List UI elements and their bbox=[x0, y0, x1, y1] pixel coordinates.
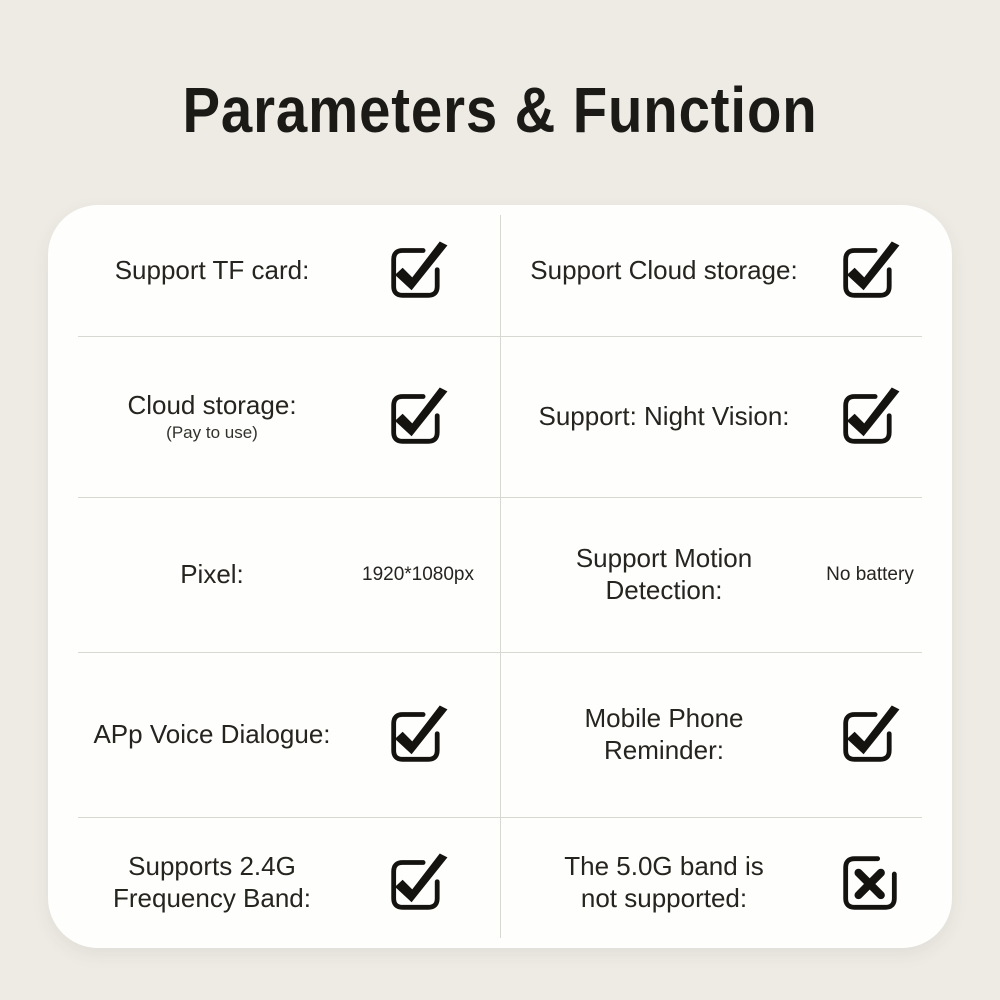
spec-label: Pixel: bbox=[48, 559, 362, 590]
spec-label-text: Support Motion bbox=[575, 543, 753, 574]
checked-checkbox-icon bbox=[838, 239, 902, 303]
spec-label-text: Pixel: bbox=[180, 558, 244, 589]
spec-value-slot bbox=[814, 385, 926, 449]
spec-label-text: Reminder: bbox=[604, 734, 724, 765]
spec-label-text: The 5.0G band is bbox=[564, 851, 764, 882]
spec-label: APp Voice Dialogue: bbox=[48, 719, 362, 750]
column-divider bbox=[500, 215, 501, 938]
battery-value-text: No battery bbox=[826, 563, 914, 585]
spec-value-slot bbox=[814, 851, 926, 915]
spec-cell-24g-band: Supports 2.4G Frequency Band: bbox=[48, 817, 500, 948]
parameters-card: Support TF card: Support Cloud storage: … bbox=[48, 205, 952, 948]
spec-cell-cloud-storage-pay: Cloud storage: (Pay to use) bbox=[48, 336, 500, 497]
checked-checkbox-icon bbox=[386, 239, 450, 303]
spec-label-text: Support: Night Vision: bbox=[538, 400, 790, 431]
spec-value-slot bbox=[814, 703, 926, 767]
spec-value-slot bbox=[362, 239, 474, 303]
crossed-checkbox-icon bbox=[838, 851, 902, 915]
pixel-value-text: 1920*1080px bbox=[362, 563, 474, 585]
spec-label-text: Frequency Band: bbox=[112, 882, 311, 913]
spec-cell-night-vision: Support: Night Vision: bbox=[500, 336, 952, 497]
spec-label-text: Supports 2.4G bbox=[128, 851, 296, 882]
spec-value-slot bbox=[362, 703, 474, 767]
spec-cell-voice-dialogue: APp Voice Dialogue: bbox=[48, 652, 500, 817]
spec-cell-phone-reminder: Mobile Phone Reminder: bbox=[500, 652, 952, 817]
spec-label-text: Mobile Phone bbox=[584, 703, 744, 734]
spec-cell-tf-card: Support TF card: bbox=[48, 205, 500, 336]
checked-checkbox-icon bbox=[386, 851, 450, 915]
spec-value-slot: 1920*1080px bbox=[362, 564, 474, 586]
spec-label: Support Cloud storage: bbox=[500, 255, 814, 286]
spec-label-text: Detection: bbox=[605, 574, 723, 605]
spec-label-text: Cloud storage: bbox=[127, 389, 297, 420]
spec-label-text: APp Voice Dialogue: bbox=[93, 718, 331, 749]
checked-checkbox-icon bbox=[838, 703, 902, 767]
spec-value-slot bbox=[814, 239, 926, 303]
checked-checkbox-icon bbox=[838, 385, 902, 449]
spec-label: Cloud storage: (Pay to use) bbox=[48, 390, 362, 444]
spec-cell-motion-detection: Support Motion Detection: No battery bbox=[500, 497, 952, 652]
spec-label: Support TF card: bbox=[48, 255, 362, 286]
spec-label-text: Support TF card: bbox=[114, 254, 310, 285]
spec-cell-cloud-storage-support: Support Cloud storage: bbox=[500, 205, 952, 336]
checked-checkbox-icon bbox=[386, 385, 450, 449]
checked-checkbox-icon bbox=[386, 703, 450, 767]
spec-label: Support Motion Detection: bbox=[500, 543, 814, 605]
spec-value-slot: No battery bbox=[814, 564, 926, 586]
spec-sublabel-text: (Pay to use) bbox=[166, 422, 258, 442]
spec-label-text: Support Cloud storage: bbox=[530, 254, 798, 285]
spec-label: Supports 2.4G Frequency Band: bbox=[48, 851, 362, 913]
spec-label: Mobile Phone Reminder: bbox=[500, 703, 814, 765]
spec-value-slot bbox=[362, 851, 474, 915]
spec-label: Support: Night Vision: bbox=[500, 401, 814, 432]
spec-value-slot bbox=[362, 385, 474, 449]
page-title: Parameters & Function bbox=[182, 74, 818, 146]
spec-cell-pixel: Pixel: 1920*1080px bbox=[48, 497, 500, 652]
spec-cell-50g-band: The 5.0G band is not supported: bbox=[500, 817, 952, 948]
spec-label-text: not supported: bbox=[580, 882, 748, 913]
spec-label: The 5.0G band is not supported: bbox=[500, 851, 814, 913]
